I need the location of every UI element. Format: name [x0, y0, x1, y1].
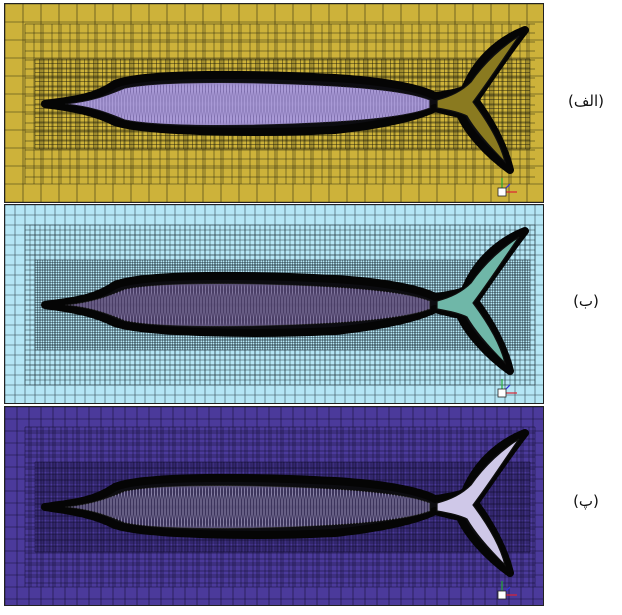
mesh-panel-a	[4, 3, 544, 203]
axis-triad-icon	[497, 178, 517, 197]
mesh-panel-b	[4, 204, 544, 404]
panel-label-c: (پ)	[573, 492, 599, 510]
tail-fin-mesh	[436, 438, 520, 567]
tail-fin-mesh	[436, 236, 520, 365]
mesh-panel-c	[4, 406, 544, 606]
mesh-svg	[5, 4, 543, 202]
panel-label-a: (الف)	[568, 92, 604, 110]
axis-triad-icon	[497, 581, 517, 600]
axis-triad-icon	[497, 379, 517, 398]
tail-fin-mesh	[436, 35, 520, 164]
panel-label-b: (ب)	[573, 292, 599, 310]
mesh-svg	[5, 205, 543, 403]
mesh-svg	[5, 407, 543, 605]
